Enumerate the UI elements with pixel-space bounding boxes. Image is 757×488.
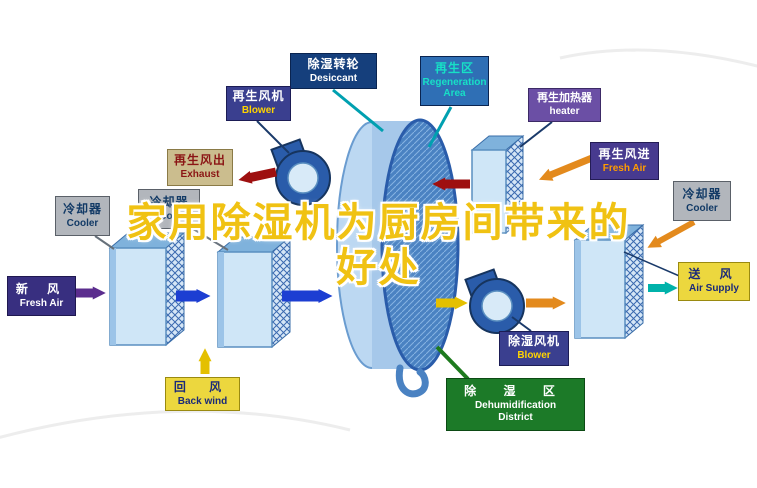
label-fresh-air-inlet-zh: 新 风 <box>15 281 68 296</box>
label-fresh-air-inlet-en: Fresh Air <box>19 297 64 309</box>
connector-regen-blower-label <box>256 120 290 154</box>
unit-cooler-right <box>573 223 645 340</box>
label-regen-fresh-air-en: Fresh Air <box>602 162 647 174</box>
label-regeneration-area-zh: 再生区 <box>434 61 474 76</box>
background-swoosh <box>0 409 351 439</box>
label-air-supply: 送 风 Air Supply <box>678 262 750 301</box>
label-dehumidification-district: 除 湿 区 Dehumidification District <box>446 378 585 431</box>
label-dehumidification-district-zh: 除 湿 区 <box>464 384 567 399</box>
label-cooler-left-en: Cooler <box>66 217 99 229</box>
label-exhaust-en: Exhaust <box>180 169 220 181</box>
label-cooler-mid-en: Cooler <box>153 210 185 222</box>
connector-desiccant-label <box>332 88 384 133</box>
label-dehumidification-district-en1: Dehumidification <box>474 399 557 411</box>
page-title-line2: 好处 <box>336 246 421 290</box>
label-desiccant-wheel: 除湿转轮 Desiccant <box>290 53 377 89</box>
arrow-cooler-right-in <box>647 219 696 248</box>
label-desiccant-wheel-en: Desiccant <box>309 72 358 84</box>
label-exhaust-zh: 再生风出 <box>173 153 226 168</box>
label-dehumid-blower-zh: 除湿风机 <box>507 334 560 349</box>
label-cooler-left: 冷却器 Cooler <box>55 196 110 236</box>
connector-heater-label <box>519 121 553 148</box>
connector-dehumid-district-label <box>435 345 470 381</box>
label-return-air-zh: 回 风 <box>173 379 232 394</box>
label-regen-blower-en: Blower <box>241 105 276 117</box>
regen-fan <box>270 138 331 206</box>
label-dehumidification-district-en2: District <box>498 412 533 424</box>
label-return-air-en: Back wind <box>177 395 228 407</box>
label-regen-fresh-air-zh: 再生风进 <box>598 146 651 161</box>
label-dehumid-blower-en: Blower <box>517 350 551 362</box>
arrow-regen-air-in <box>538 154 594 181</box>
label-regen-blower: 再生风机 Blower <box>226 86 291 121</box>
label-dehumid-blower: 除湿风机 Blower <box>499 331 569 366</box>
label-regen-fresh-air: 再生风进 Fresh Air <box>590 142 659 180</box>
label-exhaust: 再生风出 Exhaust <box>167 149 233 186</box>
dehumid-fan <box>464 268 525 334</box>
page-title: 家用除湿机为厨房间带来的 好处 <box>0 201 757 291</box>
connector-dehumid-blower-label <box>511 316 532 332</box>
flow-arrows <box>74 154 696 374</box>
label-cooler-right: 冷却器 Cooler <box>673 181 731 221</box>
connector-regen-area-label <box>427 106 453 148</box>
label-cooler-right-en: Cooler <box>686 202 718 214</box>
arrow-fan-to-exhaust <box>238 167 277 184</box>
label-return-air: 回 风 Back wind <box>165 377 240 411</box>
label-regen-heater-en: heater <box>549 106 580 118</box>
label-cooler-mid-zh: 冷却器 <box>149 194 189 209</box>
connector-cooler-left-label <box>94 235 115 250</box>
label-air-supply-en: Air Supply <box>688 283 739 295</box>
unit-cooler-left <box>108 231 186 347</box>
label-air-supply-zh: 送 风 <box>688 267 740 282</box>
label-regen-heater-zh: 再生加热器 <box>537 92 592 105</box>
wheel-bracket <box>395 364 429 398</box>
background-swoosh <box>559 48 757 68</box>
page-title-line1: 家用除湿机为厨房间带来的 <box>126 201 631 245</box>
label-regeneration-area: 再生区 Regeneration Area <box>420 56 489 106</box>
label-regeneration-area-en: Regeneration Area <box>422 76 487 100</box>
label-fresh-air-inlet: 新 风 Fresh Air <box>7 276 76 316</box>
label-desiccant-wheel-zh: 除湿转轮 <box>307 56 360 71</box>
label-cooler-right-zh: 冷却器 <box>682 186 722 201</box>
regen-heater-unit <box>470 134 525 235</box>
unit-precool <box>216 235 292 349</box>
label-regen-blower-zh: 再生风机 <box>232 89 285 104</box>
label-cooler-mid: 冷却器 Cooler <box>138 189 200 229</box>
label-regen-heater: 再生加热器 heater <box>528 88 601 122</box>
label-cooler-left-zh: 冷却器 <box>62 201 102 216</box>
connector-air-supply-label <box>623 251 685 279</box>
